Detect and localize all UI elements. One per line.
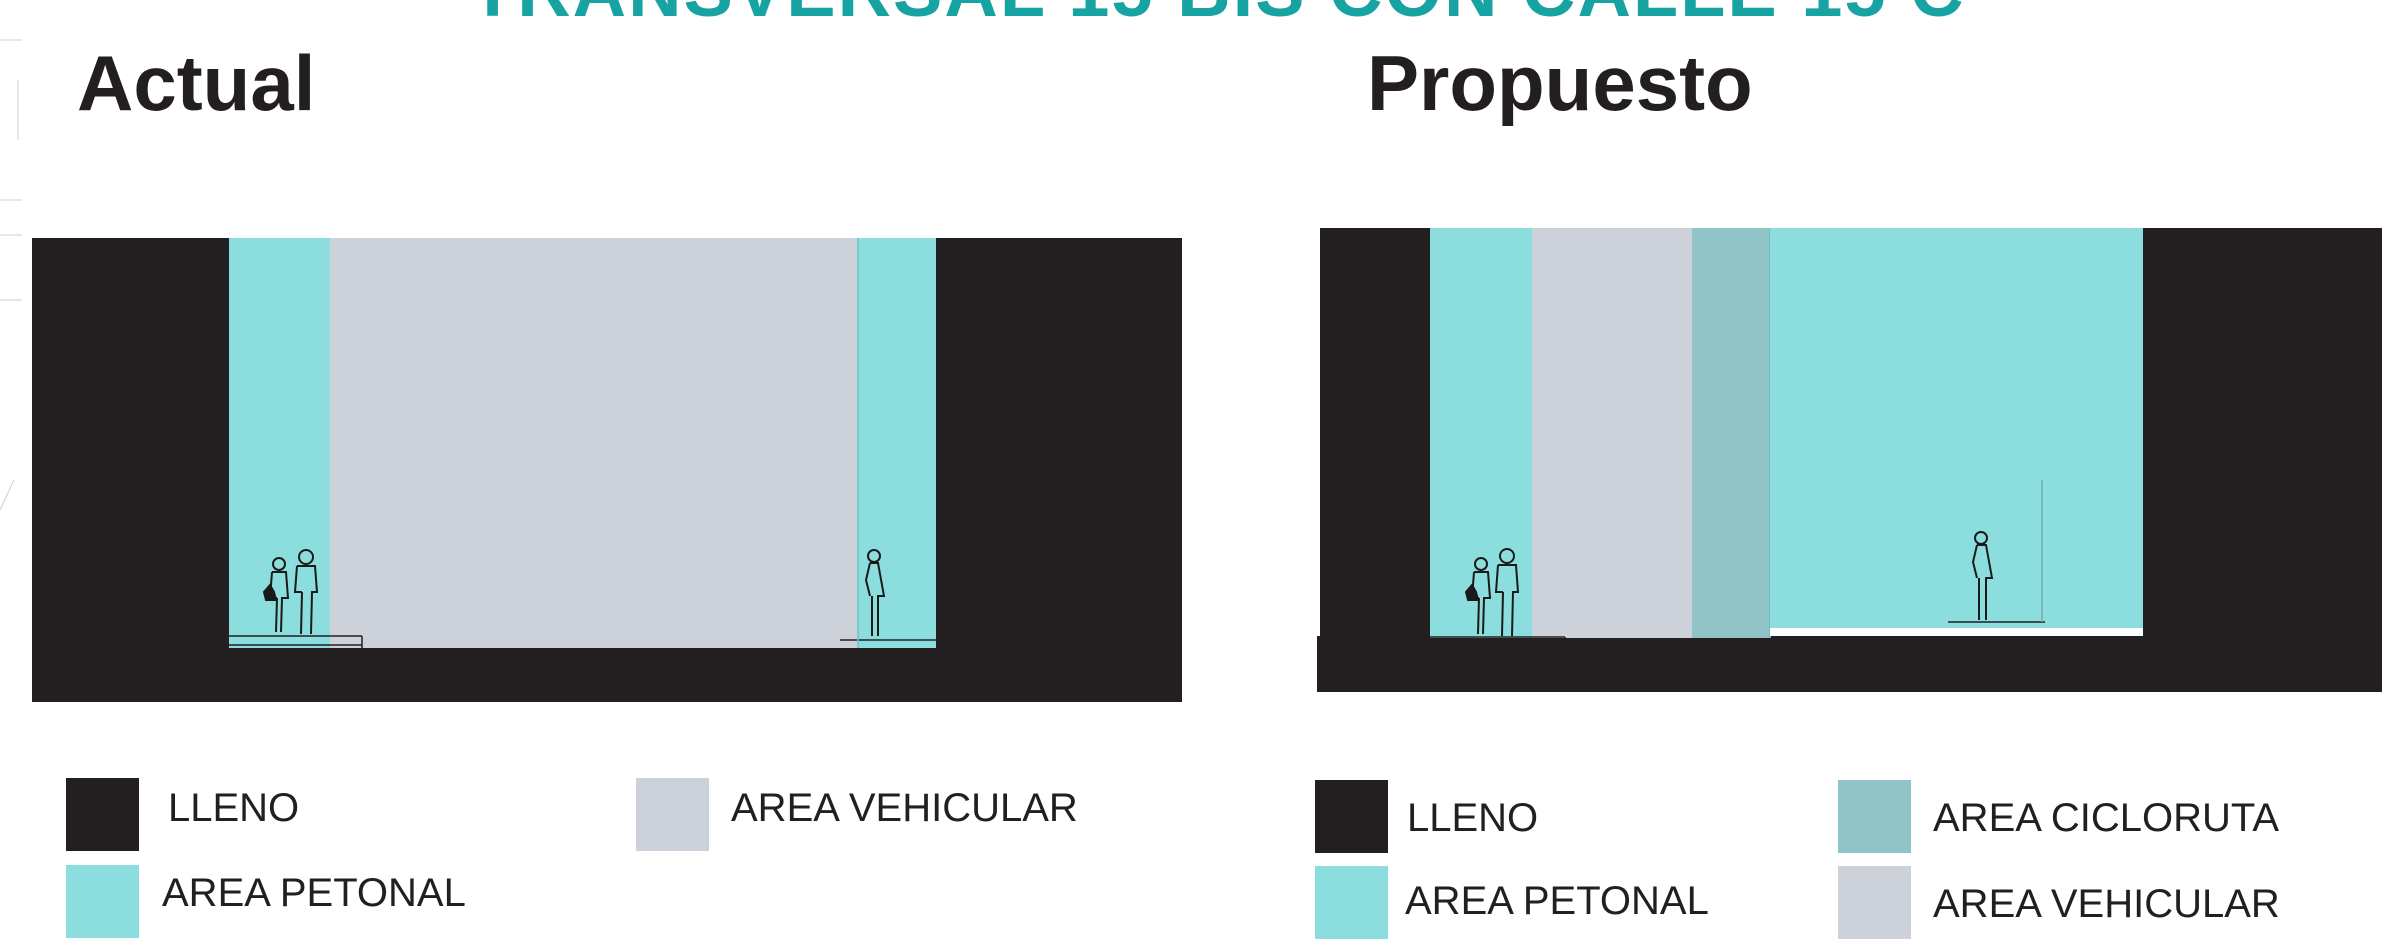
propuesto-lleno-base [1317, 636, 2382, 692]
legend-label-lleno: LLENO [168, 786, 300, 830]
margin-guides [0, 39, 22, 511]
propuesto-cicloruta-area [1692, 228, 1770, 638]
actual-section-diagram [32, 238, 1182, 702]
legend-label-area-vehicular: AREA VEHICULAR [731, 786, 1078, 830]
actual-curb-lines [195, 238, 936, 648]
legend-label-area-peatonal-propuesto: AREA PETONAL [1405, 879, 1709, 923]
propuesto-curb-lines [1395, 480, 2045, 649]
legend-label-area-vehicular-propuesto: AREA VEHICULAR [1933, 882, 2280, 926]
propuesto-vehicular-area [1532, 228, 1692, 638]
page-title: TRANSVERSAL 15 BIS CON CALLE 15 C [470, 0, 1966, 33]
propuesto-heading: Propuesto [1367, 39, 1753, 127]
couple-pedestrian-icon [1464, 548, 1520, 637]
actual-peatonal-right [858, 238, 936, 648]
couple-pedestrian-icon [262, 549, 319, 635]
standing-person-icon [1971, 531, 1994, 620]
legend-swatch-lleno-propuesto [1315, 780, 1388, 853]
legend-label-lleno-propuesto: LLENO [1407, 796, 1539, 840]
legend-swatch-area-peatonal [66, 865, 139, 938]
legend-swatch-lleno [66, 778, 139, 851]
standing-person-icon [864, 549, 886, 636]
legend-swatch-area-cicloruta [1838, 780, 1911, 853]
actual-peatonal-left [229, 238, 330, 648]
legend-swatch-area-vehicular-propuesto [1838, 866, 1911, 939]
legend-swatch-area-vehicular [636, 778, 709, 851]
propuesto-peatonal-plaza [1770, 228, 2143, 628]
propuesto-plaza-edge [1770, 628, 2143, 636]
actual-vehicular-area [330, 238, 858, 648]
propuesto-section-diagram [1317, 228, 2382, 692]
legend-label-area-peatonal: AREA PETONAL [162, 871, 466, 915]
legend-label-area-cicloruta: AREA CICLORUTA [1933, 796, 2279, 840]
legend-swatch-area-peatonal-propuesto [1315, 866, 1388, 939]
actual-heading: Actual [77, 39, 316, 127]
